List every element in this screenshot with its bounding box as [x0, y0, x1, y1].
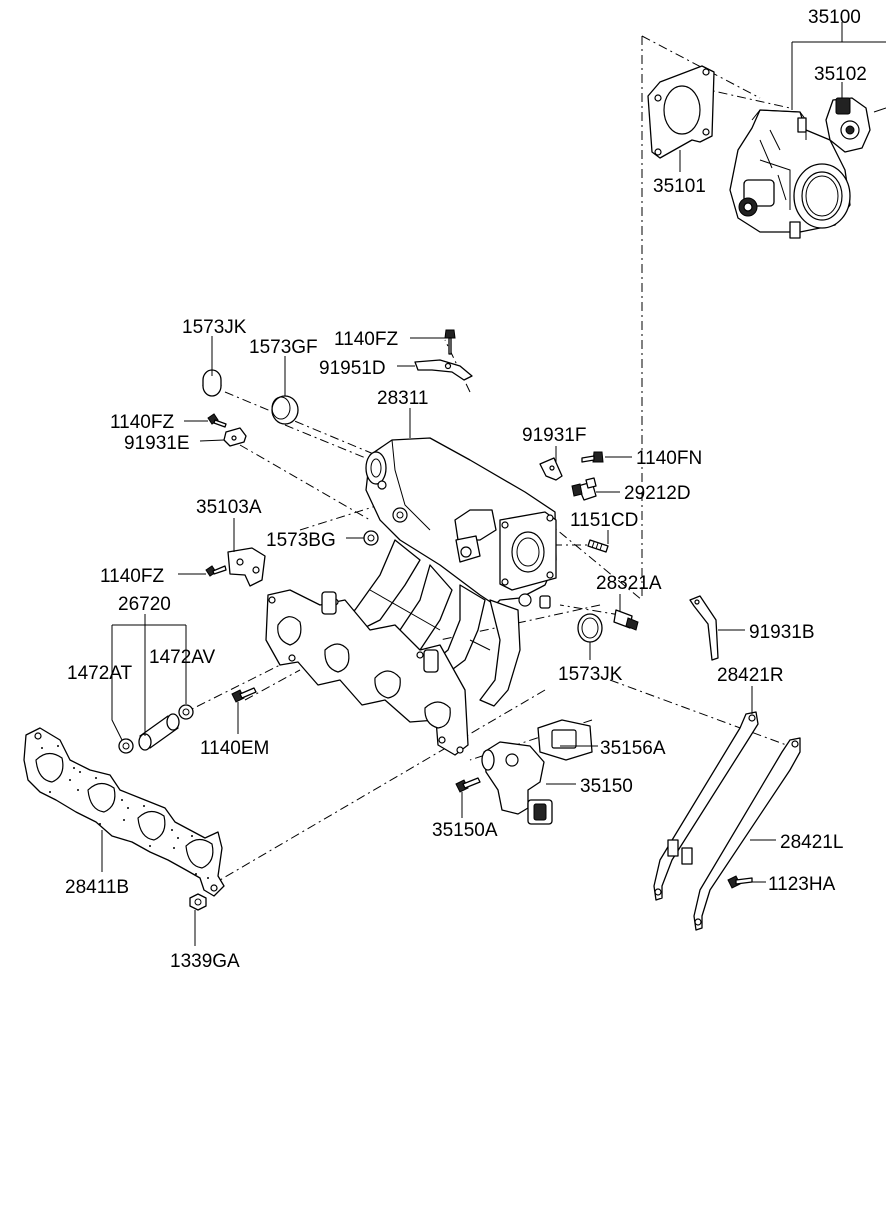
- gasket-35156a: [537, 719, 593, 761]
- label-26720: 26720: [118, 594, 171, 615]
- bracket-91931e: [223, 427, 247, 447]
- throttle-position-sensor: [825, 97, 886, 153]
- label-91931e: 91931E: [124, 433, 190, 454]
- label-35150a: 35150A: [432, 820, 498, 841]
- label-1140fz-mid: 1140FZ: [110, 412, 174, 433]
- throttle-body-gasket: [647, 65, 715, 159]
- stud-1151cd: [587, 539, 609, 553]
- label-1140fz-top: 1140FZ: [334, 329, 398, 350]
- clamp-1472at: [118, 738, 134, 754]
- label-28411b: 28411B: [65, 877, 129, 898]
- label-1140em: 1140EM: [200, 738, 269, 759]
- part-labels: 35100 35102 35101 1573JK 1140FZ 1573GF 9…: [65, 7, 867, 972]
- bolt-1123ha: [727, 875, 753, 889]
- label-35103a: 35103A: [196, 497, 262, 518]
- label-1573jk-lower: 1573JK: [558, 664, 623, 685]
- stay-28421r: [653, 711, 759, 901]
- idle-speed-actuator: [481, 741, 553, 825]
- label-28421l: 28421L: [780, 832, 843, 853]
- bolt-1140fn: [581, 451, 604, 463]
- leader-lines: [101, 22, 886, 946]
- label-91931b: 91931B: [749, 622, 815, 643]
- label-35100: 35100: [808, 7, 861, 28]
- stay-28421l: [681, 737, 801, 931]
- seal-1573jk-lower: [577, 613, 603, 643]
- bracket-91951d: [414, 359, 473, 381]
- clamp-1472av: [178, 704, 194, 720]
- bracket-91931b: [689, 595, 719, 661]
- plug-1573bg: [363, 530, 379, 546]
- fitting-29212d: [571, 477, 597, 501]
- label-28311: 28311: [377, 388, 428, 409]
- label-1573jk-upper: 1573JK: [182, 317, 247, 338]
- label-1339ga: 1339GA: [170, 951, 240, 972]
- label-35101: 35101: [653, 176, 706, 197]
- throttle-body: [729, 109, 851, 239]
- cap-1573gf: [271, 395, 299, 425]
- manifold-gasket-28411b: [23, 727, 225, 897]
- label-28321a: 28321A: [596, 573, 662, 594]
- bracket-35103a: [227, 547, 266, 587]
- label-35102: 35102: [814, 64, 867, 85]
- label-1573bg: 1573BG: [266, 530, 336, 551]
- bolt-1140fz-top: [444, 329, 456, 355]
- bolt-1140em: [231, 687, 257, 703]
- label-35150: 35150: [580, 776, 633, 797]
- label-1573gf: 1573GF: [249, 337, 318, 358]
- bolt-1140fz-lower: [205, 565, 227, 577]
- label-1140fn: 1140FN: [636, 448, 702, 469]
- nut-1339ga: [189, 893, 207, 911]
- pcv-hose-26720: [138, 713, 180, 751]
- label-1123ha: 1123HA: [768, 874, 836, 895]
- label-91931f: 91931F: [522, 425, 586, 446]
- label-1151cd: 1151CD: [570, 510, 638, 531]
- label-35156a: 35156A: [600, 738, 666, 759]
- label-1472at: 1472AT: [67, 663, 133, 684]
- bolt-1140fz-mid: [207, 413, 227, 428]
- bolt-35150a: [455, 777, 481, 793]
- sensor-28321a: [613, 609, 639, 631]
- intake-manifold: [265, 437, 557, 756]
- label-1140fz-lower: 1140FZ: [100, 566, 164, 587]
- label-28421r: 28421R: [717, 665, 784, 686]
- label-29212d: 29212D: [624, 483, 691, 504]
- label-91951d: 91951D: [319, 358, 386, 379]
- label-1472av: 1472AV: [149, 647, 216, 668]
- bracket-91931f: [539, 457, 563, 481]
